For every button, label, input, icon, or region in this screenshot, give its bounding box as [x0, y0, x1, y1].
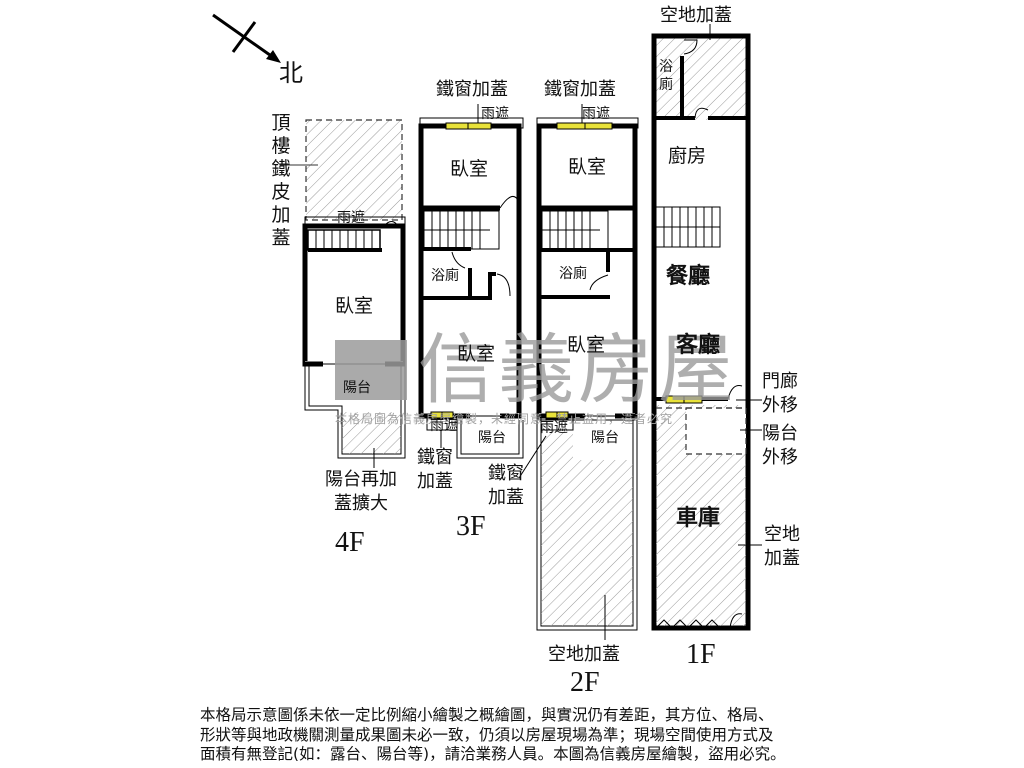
1f-rear-yard-addition-label: 空地加蓋	[660, 5, 732, 26]
3f-awning-label: 雨遮	[481, 106, 509, 122]
floor-tag-2f: 2F	[570, 667, 600, 698]
watermark-logo	[335, 340, 407, 400]
1f-balcony-moved-label: 陽台 外移	[762, 423, 798, 468]
1f-living-room: 客廳	[676, 332, 721, 358]
3f-window-addition-label: 鐵窗加蓋	[436, 79, 508, 100]
floor-2f-plan	[518, 104, 639, 640]
north-arrow-icon	[212, 13, 281, 63]
2f-front-awning-label: 雨遮	[540, 420, 568, 436]
2f-yard-addition-label: 空地加蓋	[548, 644, 620, 665]
floor-tag-3f: 3F	[456, 511, 486, 542]
3f-bedroom-rear: 臥室	[450, 158, 489, 180]
3f-bedroom-front: 臥室	[457, 343, 496, 365]
rooftop-addition-label: 頂 樓 鐵 皮 加 蓋	[271, 112, 291, 249]
2f-awning-label: 雨遮	[582, 106, 610, 122]
3f-balcony: 陽台	[478, 430, 506, 446]
disclaimer-text: 本格局示意圖係未依一定比例縮小繪製之概繪圖，與實況仍有差距，其方位、格局、 形狀…	[200, 706, 786, 763]
watermark-brand: 信義房屋	[418, 325, 738, 414]
4f-bedroom: 臥室	[335, 295, 374, 317]
1f-kitchen: 廚房	[668, 145, 707, 167]
floor-1f-plan	[651, 24, 762, 631]
3f-bathroom: 浴廁	[431, 268, 459, 284]
2f-front-window-label: 鐵窗 加蓋	[488, 463, 524, 508]
floor-3f-plan	[418, 104, 524, 459]
3f-front-window-label: 鐵窗 加蓋	[417, 447, 453, 492]
2f-bathroom: 浴廁	[559, 266, 587, 282]
floor-tag-4f: 4F	[335, 527, 365, 558]
3f-front-awning-label: 雨遮	[430, 418, 458, 434]
1f-garage: 車庫	[676, 505, 721, 531]
1f-yard-addition-label: 空地 加蓋	[764, 524, 800, 569]
2f-bedroom-rear: 臥室	[568, 156, 607, 178]
floor-tag-1f: 1F	[686, 639, 716, 670]
2f-balcony: 陽台	[591, 430, 619, 446]
1f-porch-moved-label: 門廊 外移	[762, 371, 798, 416]
1f-bathroom: 浴 廁	[659, 59, 673, 93]
2f-window-addition-label: 鐵窗加蓋	[544, 79, 616, 100]
4f-balcony: 陽台	[343, 380, 371, 396]
compass-north-label: 北	[279, 59, 303, 87]
1f-dining-room: 餐廳	[666, 263, 711, 289]
watermark-fine-print: 本格局圖為信義房屋繪製，未經同意，禁止盜用，違者必究	[335, 412, 674, 426]
2f-bedroom-front: 臥室	[567, 334, 606, 356]
4f-awning-label: 雨遮	[337, 210, 365, 226]
4f-balcony-extension-label: 陽台再加 蓋擴大	[325, 469, 397, 514]
